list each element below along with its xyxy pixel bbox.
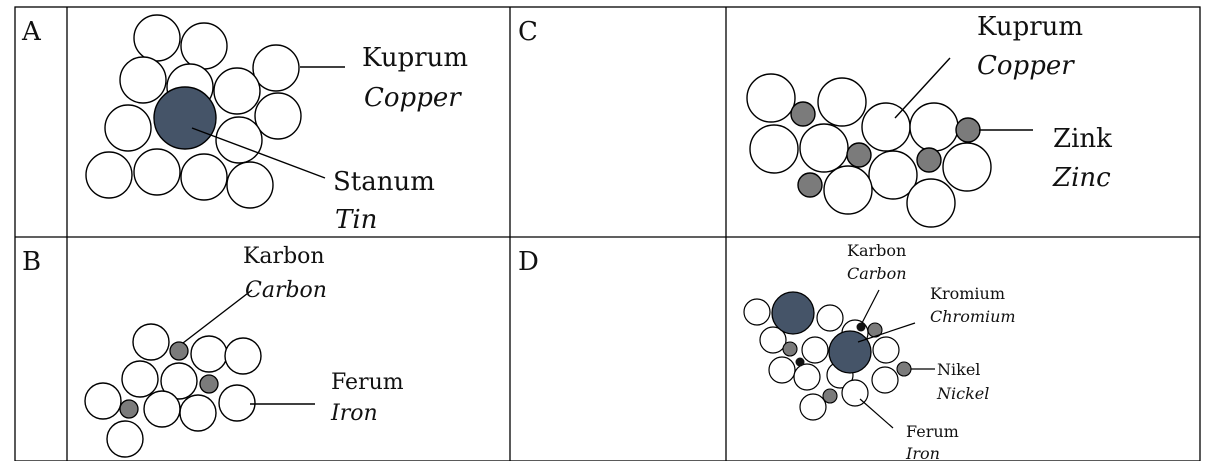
label-tin-sub-a: Tin bbox=[335, 205, 377, 235]
table-border bbox=[14, 6, 1201, 461]
label-iron-main-b: Ferum bbox=[331, 370, 404, 395]
leader-copper-c bbox=[894, 57, 951, 119]
table-grid bbox=[14, 6, 1201, 461]
label-chromium-main-d: Kromium bbox=[930, 284, 1005, 303]
nickel-atoms bbox=[782, 322, 912, 404]
label-nickel-sub-d: Nickel bbox=[936, 384, 989, 403]
label-copper-main-a: Kuprum bbox=[362, 43, 468, 73]
cell-letter-c: C bbox=[518, 17, 538, 47]
iron-atoms-b bbox=[84, 323, 262, 458]
label-carbon-sub-d: Carbon bbox=[847, 264, 907, 283]
carbon-atoms-b bbox=[119, 341, 219, 419]
copper-atoms-a bbox=[85, 14, 302, 209]
leader-tin-a bbox=[191, 127, 326, 179]
label-copper-main-c: Kuprum bbox=[977, 12, 1083, 42]
label-copper-sub-a: Copper bbox=[364, 83, 462, 113]
label-nickel-main-d: Nikel bbox=[937, 360, 980, 379]
label-iron-sub-b: Iron bbox=[330, 401, 378, 426]
leader-carbon-d bbox=[861, 289, 880, 324]
label-copper-sub-c: Copper bbox=[977, 51, 1075, 81]
cell-letter-b: B bbox=[22, 247, 41, 277]
diagram-a: Kuprum Copper Stanum Tin bbox=[85, 14, 468, 235]
label-carbon-main-d: Karbon bbox=[847, 241, 906, 260]
diagram-b: Karbon Carbon Ferum Iron bbox=[84, 244, 404, 458]
cell-letter-a: A bbox=[21, 17, 42, 47]
label-carbon-main-b: Karbon bbox=[243, 244, 325, 269]
label-carbon-sub-b: Carbon bbox=[245, 278, 327, 303]
leader-carbon-b bbox=[182, 289, 253, 344]
zinc-atoms bbox=[790, 101, 981, 198]
label-chromium-sub-d: Chromium bbox=[930, 307, 1016, 326]
label-tin-main-a: Stanum bbox=[333, 167, 435, 197]
carbon-atoms-d bbox=[795, 322, 866, 367]
leader-chromium-d bbox=[857, 322, 916, 343]
copper-atoms-c bbox=[746, 73, 992, 228]
label-zinc-main-c: Zink bbox=[1053, 124, 1112, 154]
tin-atom bbox=[153, 86, 217, 150]
iron-atoms-d bbox=[743, 298, 900, 421]
diagram-d: Karbon Carbon Kromium Chromium Nikel Nic… bbox=[743, 241, 1016, 461]
leader-iron-d bbox=[859, 398, 894, 429]
cell-letter-d: D bbox=[518, 247, 539, 277]
diagram-c: Kuprum Copper Zink Zinc bbox=[746, 12, 1112, 228]
label-zinc-sub-c: Zinc bbox=[1052, 163, 1111, 193]
label-iron-main-d: Ferum bbox=[906, 422, 959, 441]
label-iron-sub-d: Iron bbox=[905, 444, 940, 461]
